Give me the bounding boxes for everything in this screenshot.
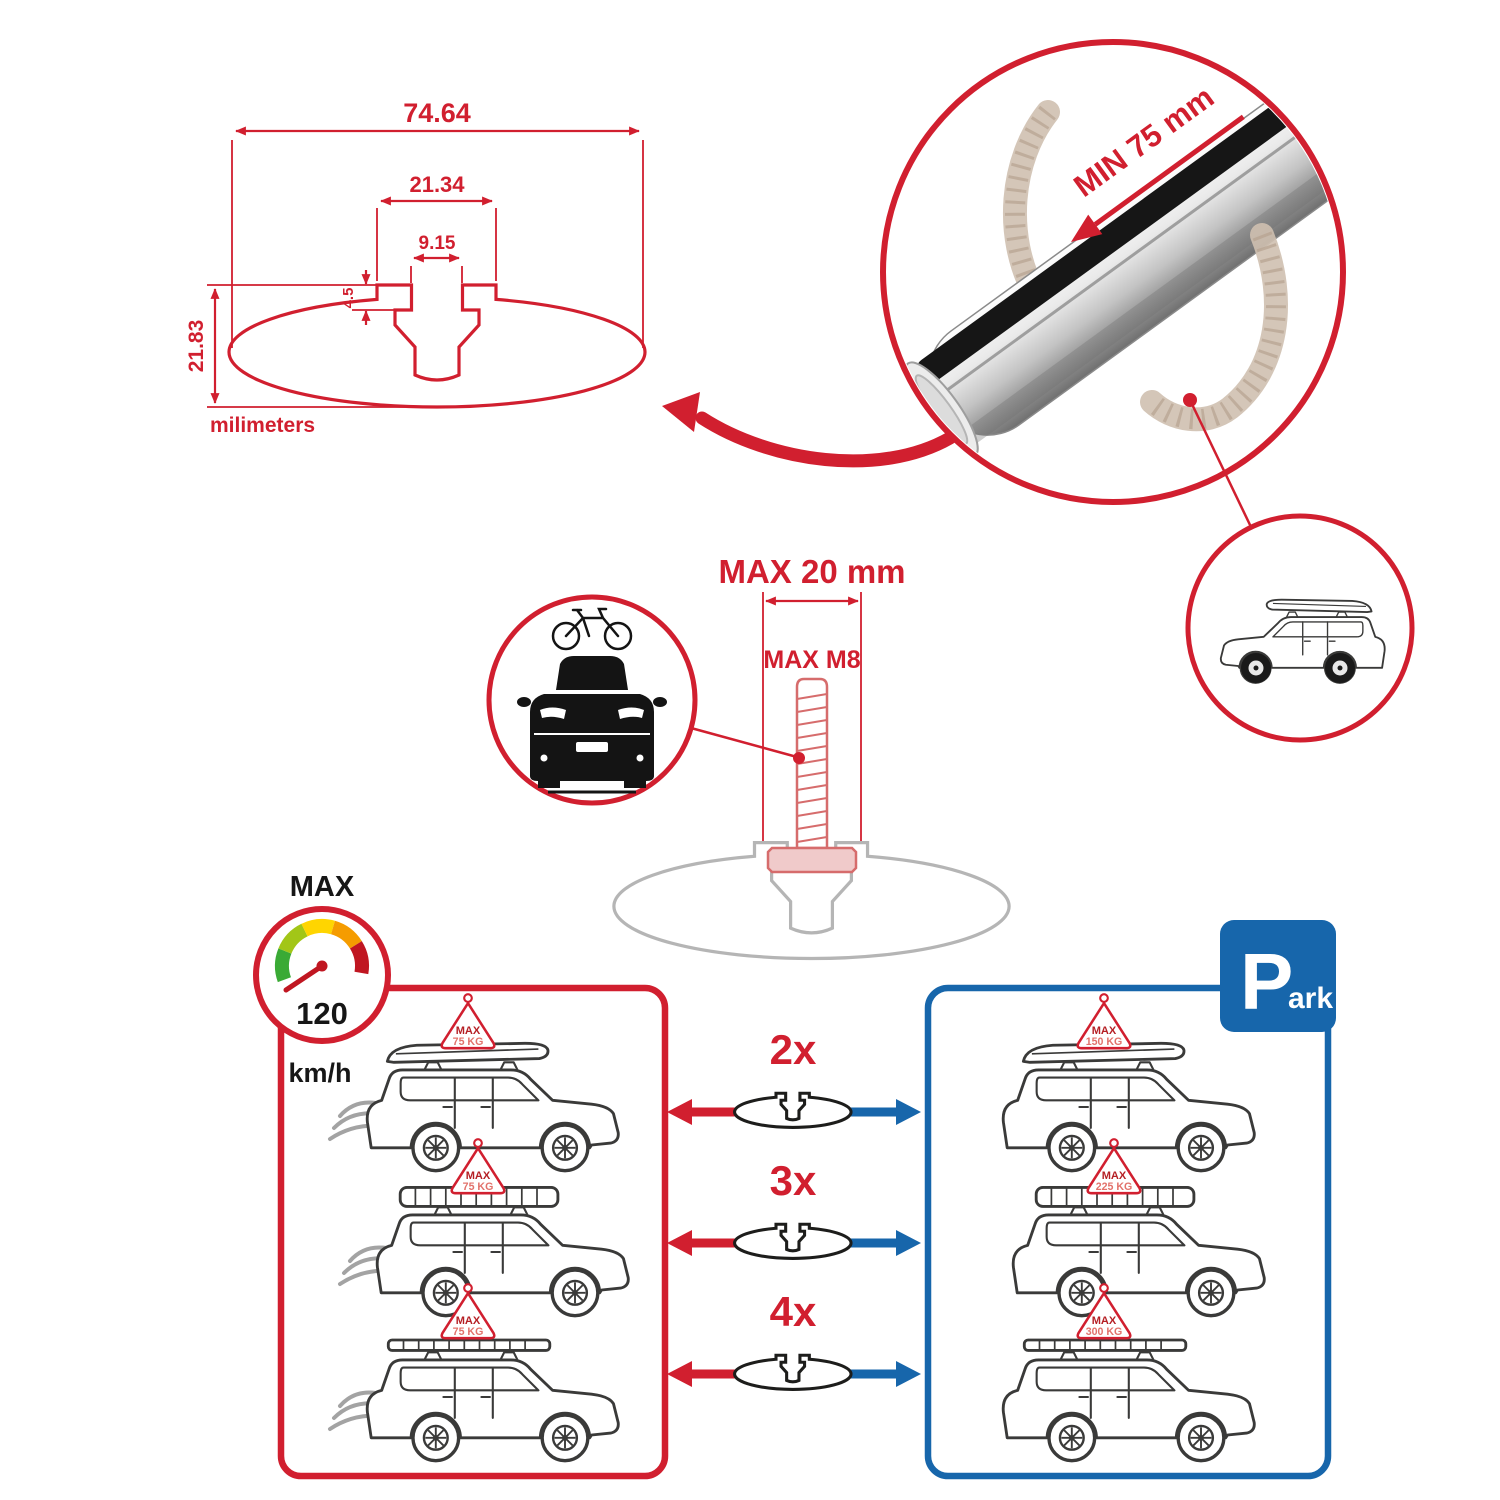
driving-car-2: MAX 75 KG	[338, 1137, 630, 1318]
flag-title: MAX	[466, 1170, 491, 1182]
roofbox-car-callout	[1185, 513, 1415, 743]
load-flag: MAX 75 KG	[440, 1282, 496, 1340]
car-front-icon	[517, 656, 667, 794]
driving-car-1: MAX 75 KG	[328, 992, 620, 1173]
driving-car-3: MAX 75 KG	[328, 1282, 620, 1463]
cross-section-diagram: 74.64 21.34 9.15 21.83 4.5 milimeters	[185, 98, 647, 437]
crossbar-cross-section-icon	[733, 1222, 853, 1260]
speed-limit-gauge: MAX 120 km/h	[253, 871, 391, 1088]
bar-count-3x: 3x	[667, 1157, 921, 1260]
dim-overall-width-label: 74.64	[403, 98, 471, 128]
bar-seam	[933, 69, 1339, 401]
blue-arrow-head	[896, 1099, 921, 1125]
flag-load: 75 KG	[453, 1036, 484, 1048]
load-flag: MAX 75 KG	[440, 992, 496, 1050]
load-flag: MAX 75 KG	[450, 1137, 506, 1195]
black-roof-box-icon	[1265, 598, 1373, 613]
red-arrow-head	[667, 1099, 692, 1125]
flag-title: MAX	[1102, 1170, 1127, 1182]
min-span-arrow-head	[1070, 214, 1103, 243]
bar-lower-shade	[962, 108, 1339, 445]
flag-load: 75 KG	[453, 1326, 484, 1338]
roof-platform-icon	[1022, 1338, 1188, 1352]
speed-value: 120	[296, 996, 348, 1031]
parked-car-2: MAX 225 KG	[1011, 1137, 1266, 1318]
parking-panel: MAX 150 KG MAX 225 KG MAX 300 KG	[924, 920, 1336, 1480]
flag-title: MAX	[1092, 1315, 1117, 1327]
blue-arrow-head	[896, 1230, 921, 1256]
flag-load: 150 KG	[1086, 1036, 1123, 1048]
bar-count-4x: 4x	[667, 1288, 921, 1391]
dim-total-height-label: 21.83	[185, 320, 208, 373]
bolt-t-head	[766, 846, 858, 874]
zoom-pointer-arrow-shaft	[695, 411, 957, 468]
crossbar-zoom-callout: MIN 75 mm	[662, 39, 1346, 528]
parked-car-1: MAX 150 KG	[1001, 992, 1256, 1173]
parking-letter: P	[1240, 937, 1293, 1026]
flag-title: MAX	[1092, 1025, 1117, 1037]
aluminum-crossbar-render	[904, 46, 1339, 458]
red-arrow-head	[667, 1361, 692, 1387]
callout-line	[1188, 399, 1253, 528]
parking-sign-board	[1220, 920, 1336, 1032]
units-label: milimeters	[210, 414, 315, 437]
accessory-callout-line	[690, 726, 798, 759]
crossbar-profile-outline	[227, 283, 647, 409]
load-flag: MAX 300 KG	[1076, 1282, 1132, 1340]
bolt-max-thread-label: MAX M8	[763, 646, 860, 674]
red-arrow-head	[667, 1230, 692, 1256]
gauge-hub	[316, 960, 328, 972]
driving-panel: MAX 75 KG MAX 75 KG MAX 75 KG	[253, 871, 669, 1480]
bolt-icon	[766, 677, 858, 874]
count-label: 4x	[770, 1288, 817, 1335]
min-span-arrow-shaft	[1093, 114, 1245, 227]
bar-count-column: 2x 3x 4x	[667, 1026, 921, 1391]
zoom-pointer-arrow-head	[662, 392, 700, 432]
extension-lines	[207, 140, 644, 408]
gauge-needle	[283, 963, 325, 993]
flag-load: 75 KG	[463, 1181, 494, 1193]
count-label: 3x	[770, 1157, 817, 1204]
dim-slot-depth-label: 4.5	[340, 288, 357, 309]
bicycle-icon	[551, 607, 633, 651]
flag-title: MAX	[456, 1315, 481, 1327]
crossbar-cross-section-icon	[733, 1091, 853, 1129]
bar-rubber-strip	[916, 46, 1339, 384]
clamp-hook-right-threads	[1145, 231, 1286, 430]
dim-channel-width-label: 21.34	[409, 172, 465, 197]
load-flag: MAX 225 KG	[1086, 1137, 1142, 1195]
count-label: 2x	[770, 1026, 817, 1073]
speed-max-label: MAX	[290, 871, 355, 903]
bar-count-2x: 2x	[667, 1026, 921, 1129]
parking-sign: P ark	[1220, 920, 1336, 1032]
dim-slot-width-label: 9.15	[419, 233, 456, 254]
suv-dark-wheels	[1241, 653, 1355, 683]
load-flag: MAX 150 KG	[1076, 992, 1132, 1050]
bolt-diagram: MAX 20 mm MAX M8	[612, 553, 1011, 961]
gauge-arc	[274, 919, 369, 983]
flag-load: 225 KG	[1096, 1181, 1133, 1193]
crossbar-cross-section-icon	[733, 1353, 853, 1391]
clamp-hook-left-icon	[1003, 100, 1060, 304]
parking-rest: ark	[1288, 982, 1333, 1015]
flag-title: MAX	[456, 1025, 481, 1037]
speed-unit: km/h	[288, 1058, 351, 1088]
bolt-threads	[796, 693, 828, 843]
accessory-callout-dot	[793, 752, 805, 764]
blue-arrow-head	[896, 1361, 921, 1387]
parked-car-3: MAX 300 KG	[1001, 1282, 1256, 1463]
bolt-max-depth-label: MAX 20 mm	[718, 553, 905, 590]
bike-car-callout	[486, 594, 698, 806]
roof-platform-icon	[386, 1338, 552, 1352]
flag-load: 300 KG	[1086, 1326, 1123, 1338]
